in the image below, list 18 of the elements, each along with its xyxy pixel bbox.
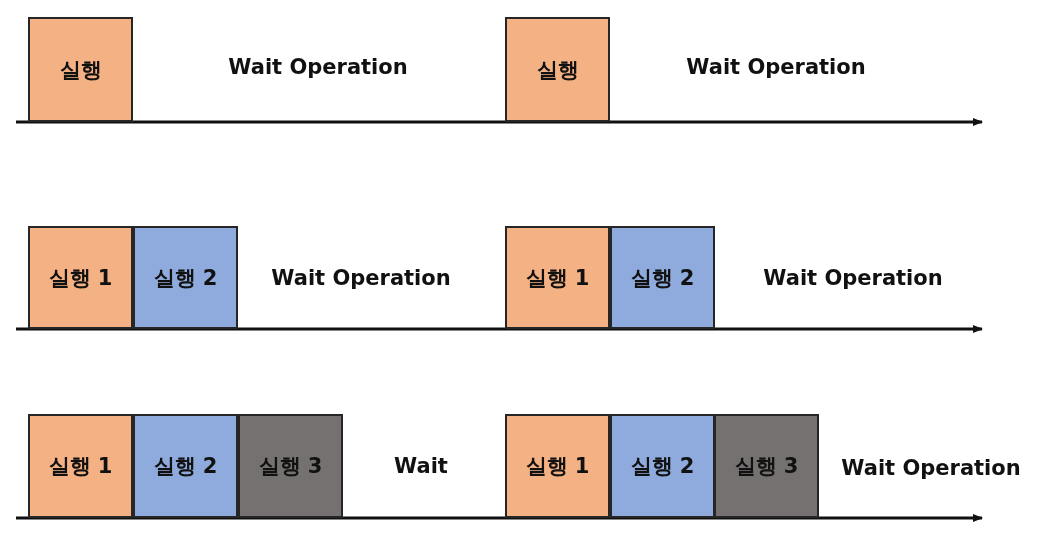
wait-label: Wait Operation (686, 55, 866, 79)
execution-block: 실행 2 (133, 414, 238, 518)
execution-block: 실행 2 (610, 226, 715, 329)
execution-block: 실행 1 (505, 226, 610, 329)
wait-label: Wait Operation (763, 266, 943, 290)
wait-label: Wait (394, 454, 448, 478)
wait-label: Wait Operation (841, 456, 1021, 480)
execution-block: 실행 2 (133, 226, 238, 329)
execution-block: 실행 3 (714, 414, 819, 518)
execution-block: 실행 (28, 17, 133, 122)
execution-block: 실행 1 (28, 226, 133, 329)
execution-block: 실행 1 (505, 414, 610, 518)
execution-block: 실행 (505, 17, 610, 122)
execution-block: 실행 1 (28, 414, 133, 518)
wait-label: Wait Operation (228, 55, 408, 79)
execution-block: 실행 2 (610, 414, 715, 518)
execution-block: 실행 3 (238, 414, 343, 518)
wait-label: Wait Operation (271, 266, 451, 290)
